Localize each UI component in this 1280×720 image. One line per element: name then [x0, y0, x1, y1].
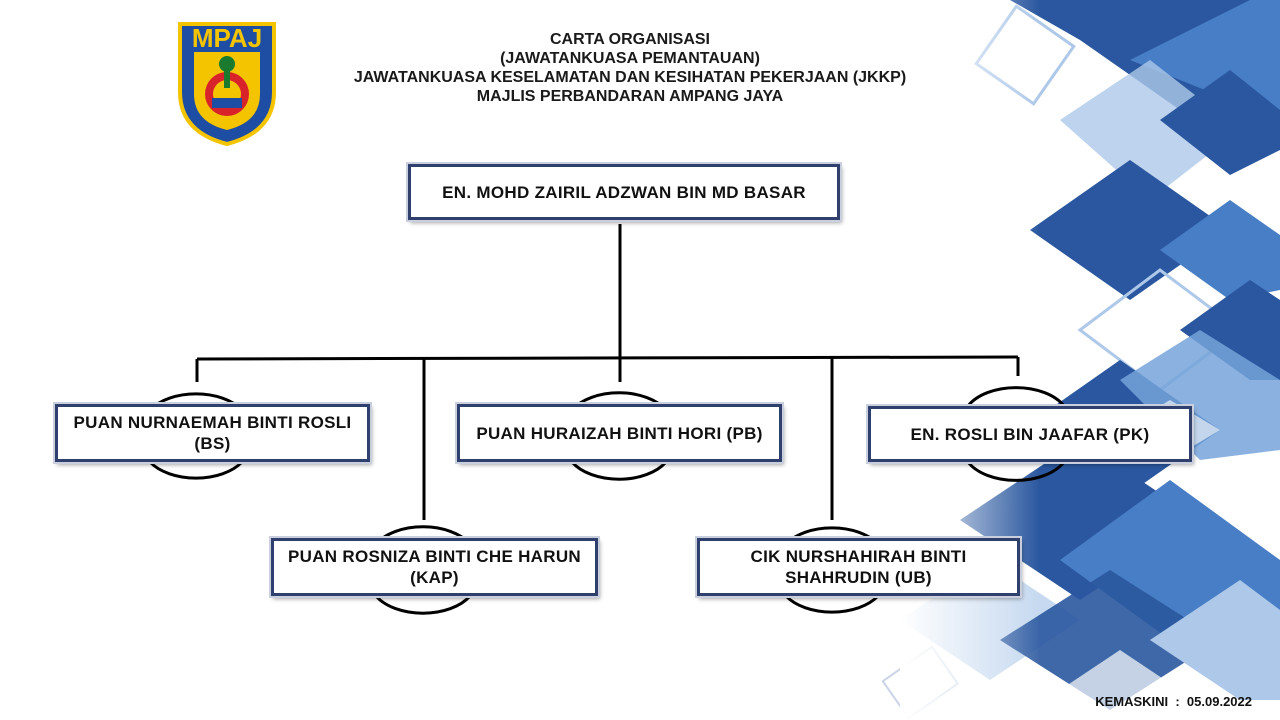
update-date: KEMASKINI : 05.09.2022: [1095, 694, 1252, 709]
update-value: 05.09.2022: [1186, 694, 1252, 709]
org-node-head-label: EN. MOHD ZAIRIL ADZWAN BIN MD BASAR: [442, 182, 806, 202]
arc-pb-top: [570, 391, 668, 411]
org-node-ub: CIK NURSHAHIRAH BINTI SHAHRUDIN (UB): [695, 536, 1022, 598]
org-node-pb: PUAN HURAIZAH BINTI HORI (PB): [455, 402, 784, 464]
org-node-pb-label: PUAN HURAIZAH BINTI HORI (PB): [476, 423, 763, 443]
org-node-pk: EN. ROSLI BIN JAAFAR (PK): [866, 404, 1194, 464]
title-line-1: CARTA ORGANISASI: [550, 31, 710, 48]
arc-kap-top: [374, 525, 472, 545]
arc-ub-bottom: [784, 594, 880, 614]
title-line-4: MAJLIS PERBANDARAN AMPANG JAYA: [476, 88, 784, 105]
arc-pk-bottom: [966, 461, 1066, 482]
org-node-bs: PUAN NURNAEMAH BINTI ROSLI (BS): [53, 402, 372, 464]
update-label: KEMASKINI: [1095, 694, 1169, 709]
svg-text:MPAJ: MPAJ: [192, 23, 262, 53]
title-line-2: (JAWATANKUASA PEMANTAUAN): [500, 50, 760, 67]
arc-kap-bottom: [374, 595, 472, 615]
connector-horizontal-bar: [196, 355, 1019, 361]
org-node-bs-label: PUAN NURNAEMAH BINTI ROSLI (BS): [73, 413, 352, 453]
org-node-kap-label: PUAN ROSNIZA BINTI CHE HARUN (KAP): [288, 547, 581, 587]
org-node-head: EN. MOHD ZAIRIL ADZWAN BIN MD BASAR: [406, 162, 842, 222]
arc-bs-bottom: [148, 460, 244, 480]
mpaj-logo: MPAJ: [178, 22, 276, 147]
arc-ub-top: [784, 526, 880, 546]
org-node-kap: PUAN ROSNIZA BINTI CHE HARUN (KAP): [269, 536, 600, 598]
arc-pb-bottom: [570, 461, 668, 481]
org-node-pk-label: EN. ROSLI BIN JAAFAR (PK): [910, 424, 1150, 444]
arc-bs-top: [148, 392, 244, 412]
arc-pk-top: [966, 386, 1066, 407]
chart-title: CARTA ORGANISASI (JAWATANKUASA PEMANTAUA…: [290, 30, 970, 106]
title-line-3: JAWATANKUASA KESELAMATAN DAN KESIHATAN P…: [353, 69, 907, 86]
org-node-ub-label: CIK NURSHAHIRAH BINTI SHAHRUDIN (UB): [750, 547, 967, 587]
